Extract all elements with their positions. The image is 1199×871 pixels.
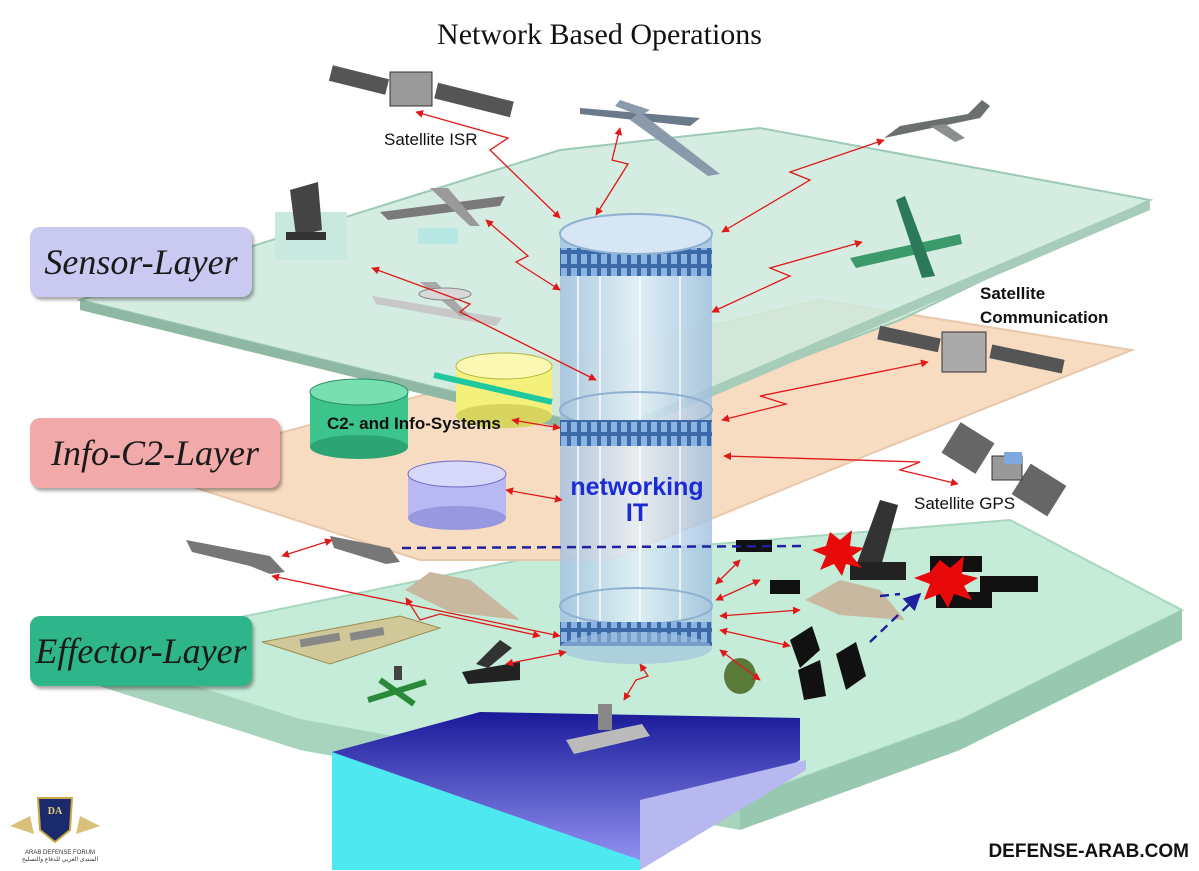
diagram-title: Network Based Operations	[437, 18, 762, 51]
logo-caption-en: ARAB DEFENSE FORUM	[24, 850, 95, 856]
uav-top-icon	[580, 100, 720, 176]
logo-caption: ARAB DEFENSE FORUM المنتدى العربي للدفاع…	[12, 850, 108, 864]
satellite-comm-label-line2: Communication	[980, 308, 1109, 327]
satellite-gps-label: Satellite GPS	[914, 494, 1016, 513]
c2-systems-label: C2- and Info-Systems	[327, 414, 501, 433]
network-column	[559, 213, 713, 664]
effector-layer-label: Effector-Layer	[30, 616, 252, 686]
fighter-jet-top-icon	[884, 100, 990, 142]
sensor-layer-label: Sensor-Layer	[30, 227, 252, 297]
warship-icon	[566, 704, 650, 754]
comm-links	[271, 110, 959, 701]
sea-area	[332, 712, 806, 870]
satellite-isr-icon	[328, 65, 514, 118]
satellite-comm-label-line1: Satellite	[980, 284, 1046, 303]
satellite-comm-icon	[877, 325, 1065, 374]
uav-right-icon	[850, 196, 962, 278]
logo-caption-ar: المنتدى العربي للدفاع والتسليح	[21, 857, 99, 863]
satellite-isr-label: Satellite ISR	[384, 130, 478, 149]
dashed-links	[401, 544, 922, 643]
networking-label-line1: networking	[570, 473, 704, 501]
missile-launcher-icon	[462, 640, 520, 684]
helipad-icon	[367, 666, 427, 707]
fighter-jets-icon	[186, 536, 400, 574]
info-c2-layer-label: Info-C2-Layer	[30, 418, 280, 488]
networking-it-label: networking IT	[562, 474, 712, 526]
db-cylinder-blue	[407, 460, 507, 530]
artillery-icon	[850, 500, 906, 580]
radar-station-icon	[275, 182, 347, 260]
forum-logo-icon	[10, 797, 100, 844]
explosion-icons	[812, 530, 978, 608]
networking-label-line2: IT	[625, 499, 649, 527]
logo-monogram: DA	[47, 806, 63, 817]
site-watermark: DEFENSE-ARAB.COM	[988, 841, 1189, 862]
db-cylinder-green	[309, 378, 409, 459]
